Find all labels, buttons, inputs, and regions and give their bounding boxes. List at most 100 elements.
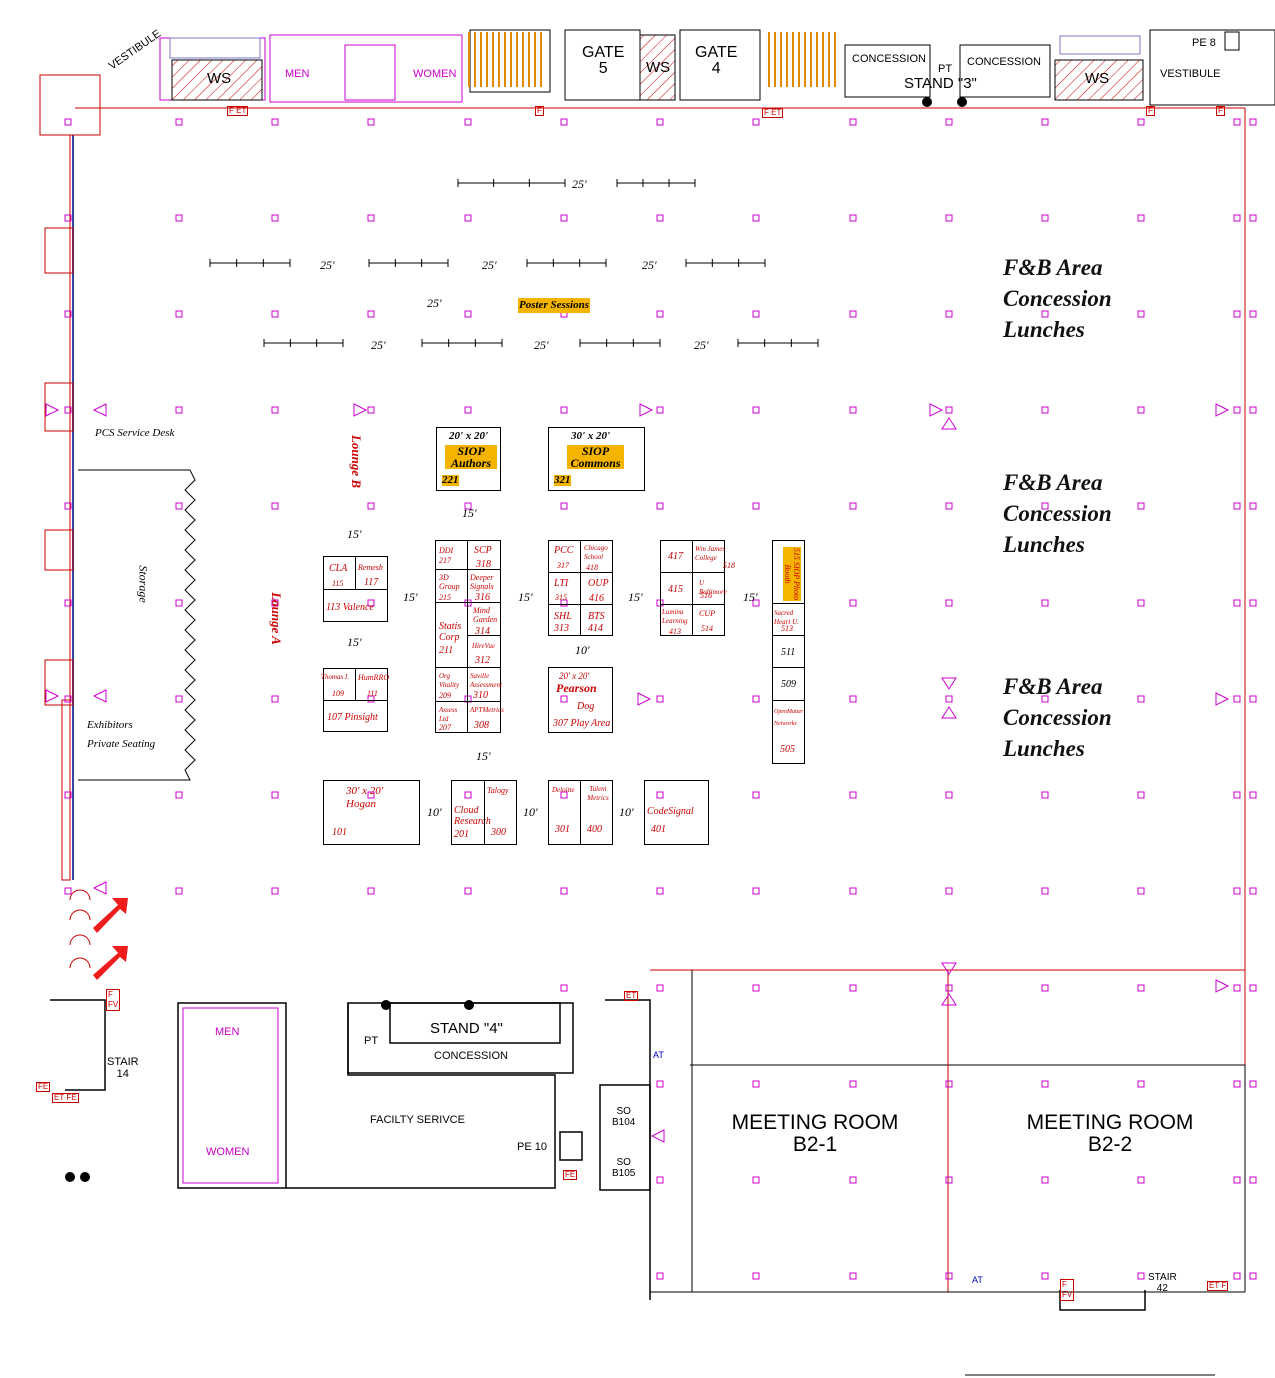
structural-column — [560, 118, 568, 126]
booth-317[interactable]: PCC 317 — [548, 540, 581, 573]
booth-109[interactable]: Thomas I. 109 — [321, 668, 356, 701]
lounge-b-label: Lounge B — [349, 434, 365, 489]
booth-111[interactable]: HumRRO 111 — [355, 668, 390, 701]
dim-15-c: 15' — [403, 590, 418, 604]
booth-109-name: Thomas I. — [321, 673, 350, 681]
structural-column — [849, 118, 857, 126]
booth-312-name: HireVue — [472, 642, 495, 650]
fb-area-2-line2: Concession — [1003, 501, 1112, 526]
booth-207[interactable]: Assess Ltd 207 — [435, 701, 468, 733]
booth-400[interactable]: Talent Metrics 400 — [580, 780, 613, 845]
structural-column — [1233, 214, 1241, 222]
storage-area-outline — [78, 469, 196, 781]
booth-505[interactable]: OpenMatter Networks 505 — [772, 700, 805, 764]
booth-509[interactable]: 509 — [772, 667, 805, 701]
booth-413[interactable]: Lumina Learning 413 — [660, 604, 693, 636]
column-marker — [464, 1000, 474, 1010]
f-tag-top-4: F — [1146, 106, 1155, 116]
booth-418[interactable]: Chicago School 418 — [580, 540, 613, 573]
booth-417-number: 417 — [668, 551, 683, 562]
booth-310[interactable]: Saville Assessment 310 — [467, 667, 502, 702]
booth-115[interactable]: CLA 115 — [323, 556, 356, 590]
booth-516[interactable]: U Baltimore 516 — [692, 572, 727, 605]
booth-318[interactable]: SCP 318 — [467, 540, 501, 570]
booth-107-label: 107 Pinsight — [327, 712, 378, 723]
booth-516-name: U Baltimore — [699, 579, 727, 596]
structural-column — [945, 214, 953, 222]
booth-117[interactable]: Remesh 117 — [355, 556, 388, 590]
storage-label: Storage — [136, 565, 151, 603]
booth-315[interactable]: LTI 315 — [548, 572, 581, 605]
structural-column — [271, 502, 279, 510]
booth-113[interactable]: 113 Valence — [323, 589, 388, 622]
booth-516-number: 516 — [700, 591, 712, 600]
structural-column — [849, 599, 857, 607]
booth-307-label: 307 Play Area — [553, 718, 611, 729]
f-tag-text: F — [764, 108, 769, 117]
siop-commons-booth[interactable]: 30' x 20' SIOP Commons 321 — [548, 427, 645, 491]
booth-300[interactable]: Talogy 300 — [484, 780, 517, 845]
siop-commons-name: SIOP Commons — [567, 445, 624, 469]
siop-authors-booth[interactable]: 20' x 20' SIOP Authors 221 — [436, 427, 501, 491]
booth-101[interactable]: 30' x 20' Hogan 101 — [323, 780, 420, 845]
dim-10-b: 10' — [427, 805, 442, 819]
structural-column — [1233, 887, 1241, 895]
booth-416[interactable]: OUP 416 — [580, 572, 613, 605]
structural-column — [64, 118, 72, 126]
booth-417[interactable]: 417 — [660, 540, 693, 573]
booth-313[interactable]: SHL 313 — [548, 604, 581, 636]
booth-107[interactable]: 107 Pinsight — [323, 700, 388, 732]
structural-column — [849, 214, 857, 222]
gate-4-label: GATE 4 — [695, 44, 738, 77]
booth-308-name: APTMetrics — [470, 706, 504, 714]
booth-316[interactable]: Deeper Signals 316 — [467, 569, 501, 603]
structural-column — [464, 791, 472, 799]
booth-308[interactable]: APTMetrics 308 — [467, 701, 504, 733]
stairs-4 — [1059, 35, 1141, 55]
booth-511[interactable]: 511 — [772, 635, 805, 668]
structural-column — [656, 214, 664, 222]
siop-commons-name-line1: SIOP — [581, 444, 610, 458]
f-tag-text: F — [229, 106, 234, 115]
booth-209[interactable]: Org Vitality 209 — [435, 667, 468, 702]
fe-tag-text: FE — [66, 1093, 77, 1102]
meeting-room-b2-1[interactable]: MEETING ROOM B2-1 — [731, 1111, 899, 1156]
booth-301[interactable]: Deloitte 301 — [548, 780, 581, 845]
direction-triangle — [45, 689, 60, 703]
structural-column — [849, 406, 857, 414]
booth-316-name: Deeper Signals — [470, 573, 494, 591]
booth-307[interactable]: 20' x 20' Pearson Dog 307 Play Area — [548, 667, 613, 733]
booth-513[interactable]: Sacred Heart U. 513 — [772, 603, 805, 636]
booth-111-name: HumRRO — [358, 673, 390, 682]
booth-414[interactable]: BTS 414 — [580, 604, 613, 636]
structural-column — [271, 791, 279, 799]
structural-column — [752, 984, 760, 992]
booth-515[interactable]: 515 SIOP Photo Booth — [772, 540, 805, 604]
booth-215[interactable]: 3D Group 215 — [435, 569, 468, 603]
structural-column — [271, 214, 279, 222]
booth-217[interactable]: DDI 217 — [435, 540, 468, 570]
ws-block-3 — [1054, 59, 1144, 101]
booth-201[interactable]: Cloud Research 201 — [451, 780, 491, 845]
structural-column — [1137, 984, 1145, 992]
meeting-room-b2-2[interactable]: MEETING ROOM B2-2 — [1026, 1111, 1194, 1156]
structural-column — [849, 1176, 857, 1184]
booth-514[interactable]: CUP 514 — [692, 604, 725, 636]
direction-triangle — [92, 881, 107, 895]
structural-column — [945, 310, 953, 318]
booth-518[interactable]: Wm James College 518 — [692, 540, 735, 573]
booth-415[interactable]: 415 — [660, 572, 693, 605]
stairs-3 — [169, 37, 261, 59]
structural-column — [656, 1080, 664, 1088]
booth-401[interactable]: CodeSignal 401 — [644, 780, 709, 845]
booth-518-number: 518 — [723, 561, 735, 570]
booth-211[interactable]: Statis Corp 211 — [435, 602, 468, 668]
booth-314[interactable]: Mind Garden 314 — [467, 602, 501, 637]
structural-column — [1249, 1176, 1257, 1184]
f-tag-text: F — [108, 990, 113, 999]
structural-column — [1041, 791, 1049, 799]
fe-tag-bottom: FE — [563, 1170, 578, 1180]
booth-312[interactable]: HireVue 312 — [467, 635, 501, 668]
structural-column — [656, 502, 664, 510]
structural-column — [271, 695, 279, 703]
